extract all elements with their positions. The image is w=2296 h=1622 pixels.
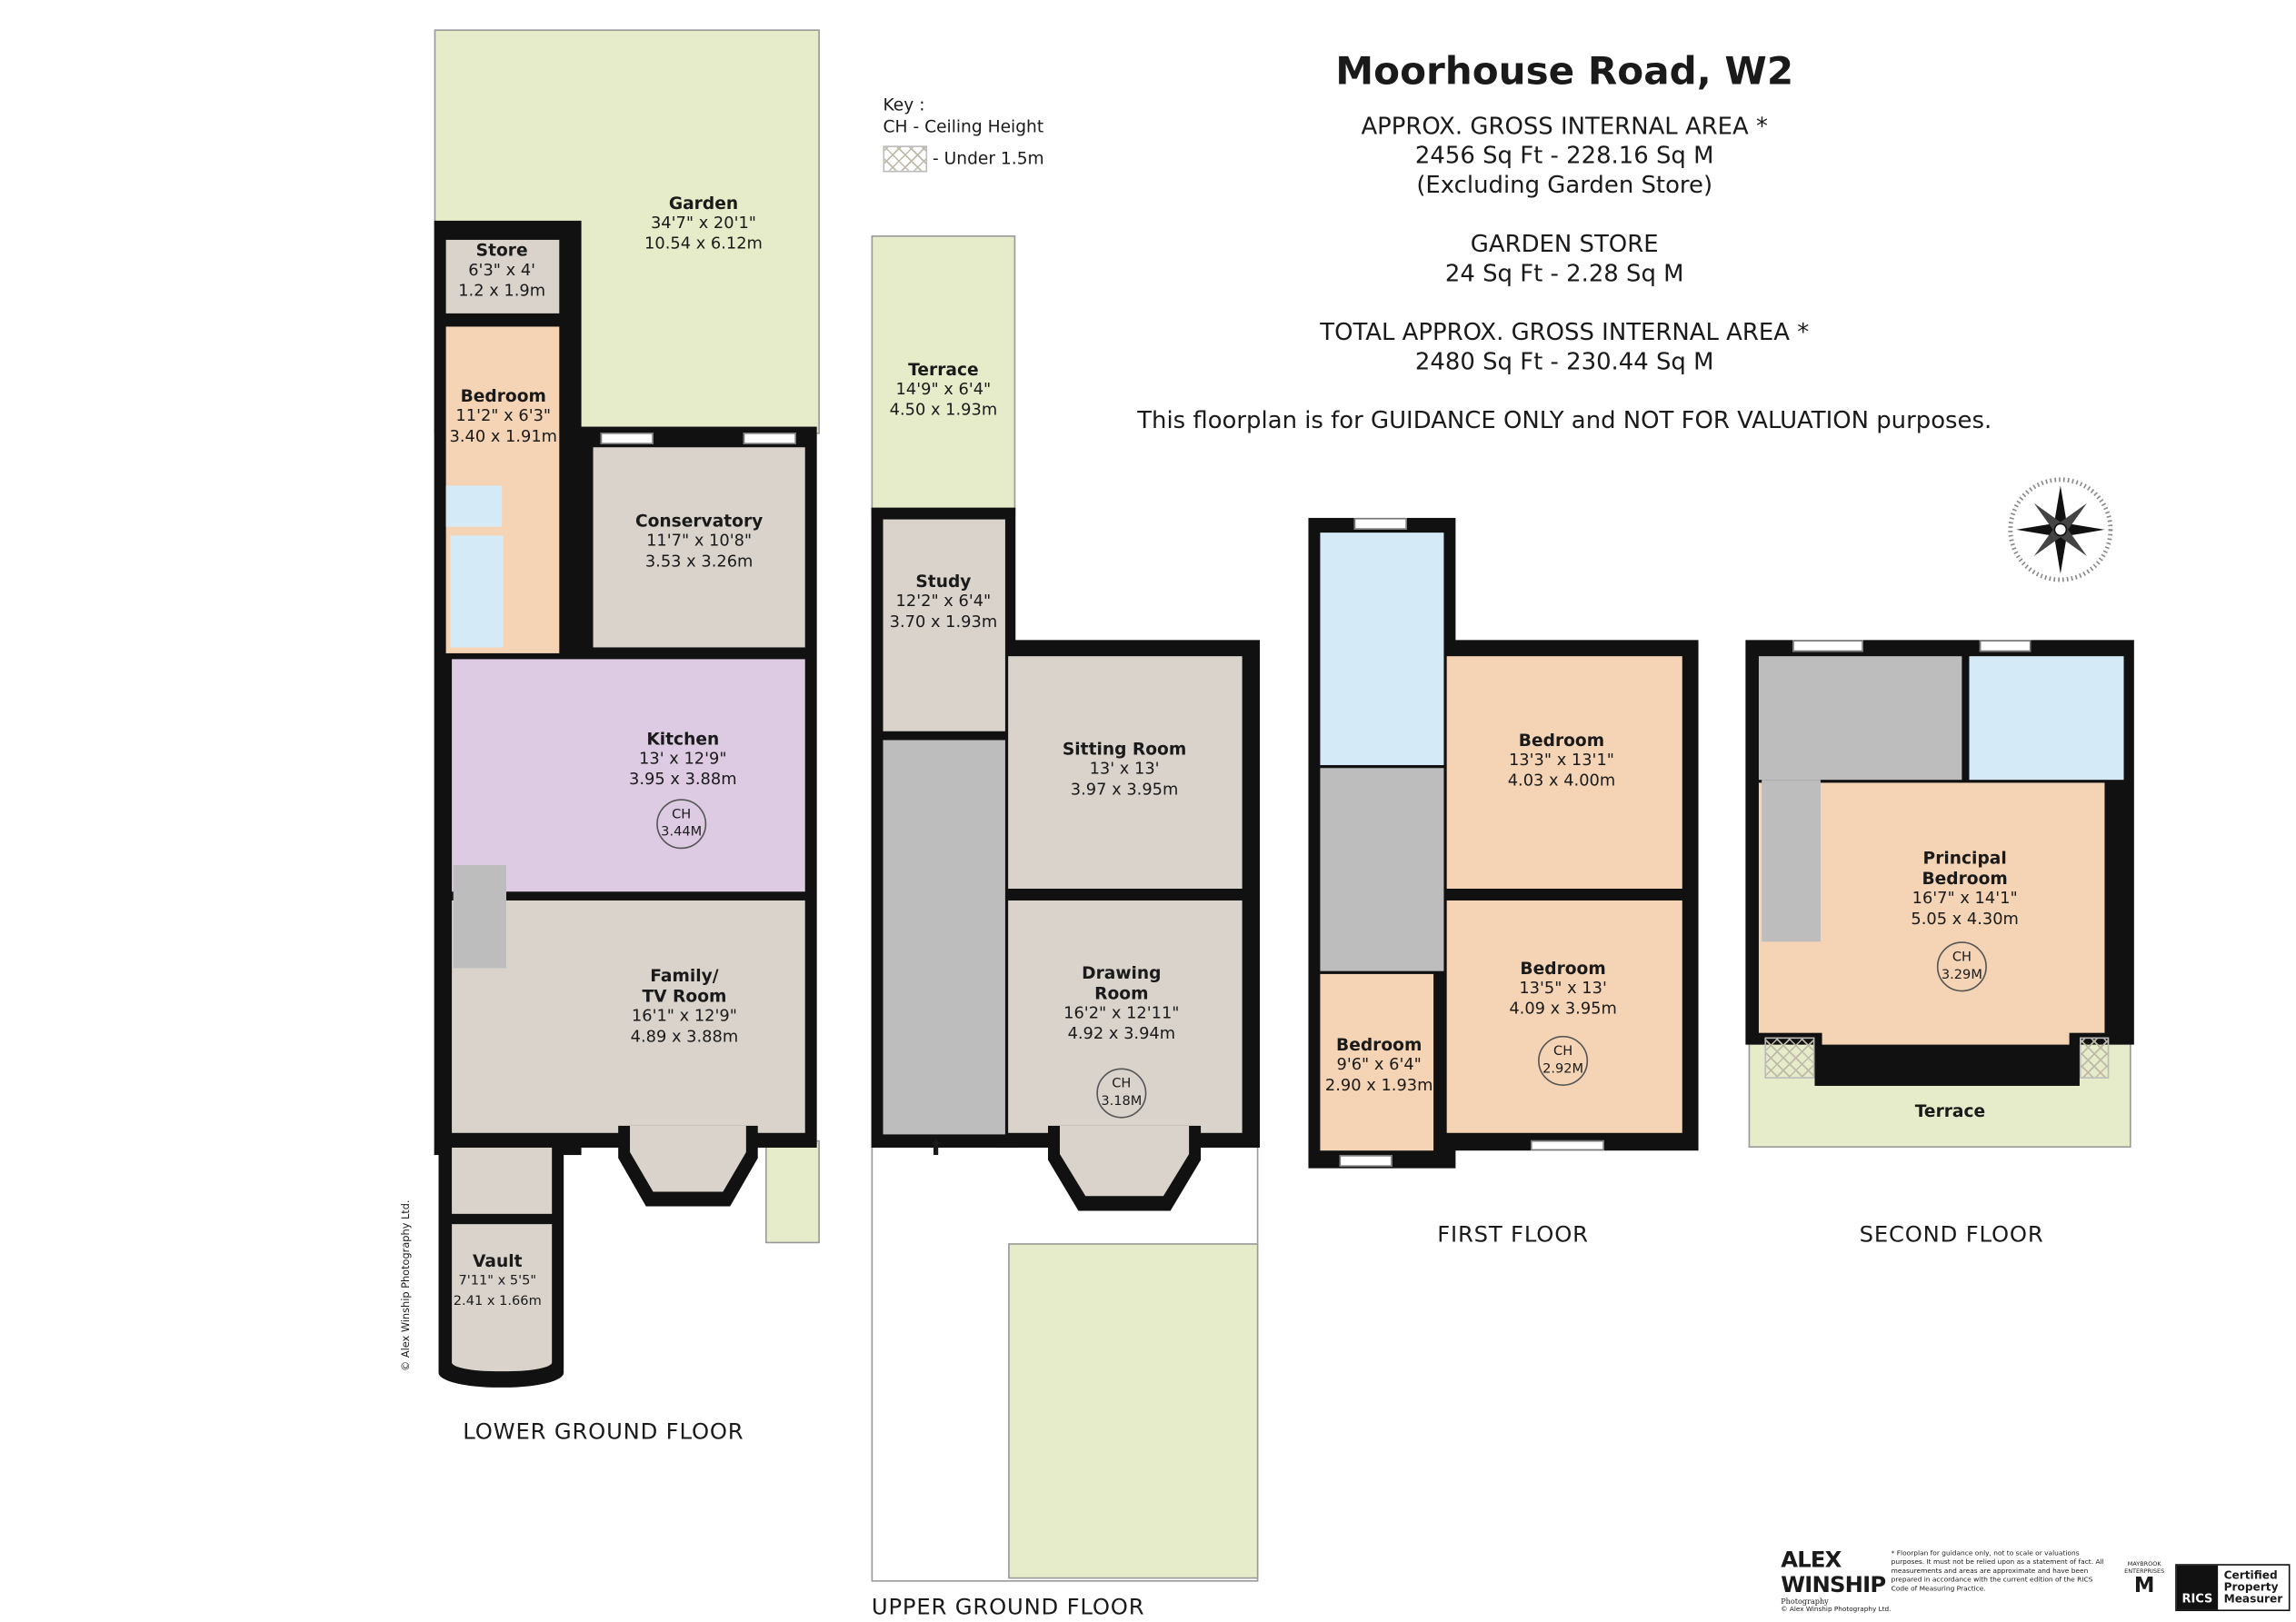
maybrook-mark: M [2133, 1574, 2155, 1598]
floor-title-lower: LOWER GROUND FLOOR [463, 1418, 744, 1446]
gia-value: 2456 Sq Ft - 228.16 Sq M [1414, 141, 1714, 170]
logo-line1: ALEX [1781, 1546, 1842, 1573]
room-kitchen [452, 659, 805, 892]
room-ff-bedroom-1 [1446, 656, 1682, 889]
window [1792, 640, 1863, 652]
room-conservatory [593, 447, 805, 648]
gia-note: (Excluding Garden Store) [1416, 170, 1713, 199]
room-ff-bedroom-2 [1446, 900, 1682, 1133]
rics-certified: Certified [2223, 1568, 2278, 1582]
label-terrace-sf: Terrace [1914, 1100, 1986, 1121]
side-copyright: © Alex Winship Photography Ltd. [400, 1199, 413, 1372]
shower [445, 485, 503, 527]
floor-title-upper: UPPER GROUND FLOOR [871, 1593, 1145, 1620]
room-store [445, 239, 560, 313]
bay-floor [630, 1125, 746, 1192]
rics-property: Property [2223, 1580, 2279, 1594]
entrance-arrow-icon: ⬆ [927, 1137, 945, 1161]
key-ch: CH - Ceiling Height [883, 115, 1044, 137]
floor-title-first: FIRST FLOOR [1437, 1220, 1589, 1249]
front-garden [1008, 1243, 1259, 1579]
gia-label: APPROX. GROSS INTERNAL AREA * [1361, 112, 1768, 140]
alex-winship-logo: ALEX WINSHIP Photography © Alex Winship … [1781, 1547, 1891, 1615]
ff-bathroom [1320, 532, 1444, 765]
garden-strip [764, 1139, 820, 1244]
key: Key : CH - Ceiling Height - Under 1.5m [883, 95, 1044, 173]
maybrook-caption: MAYBROOK ENTERPRISES [2124, 1559, 2165, 1575]
hall-stairs [883, 740, 1005, 1135]
window [1530, 1139, 1604, 1151]
rics-logo: RICS [2176, 1565, 2219, 1610]
logo-copyright: © Alex Winship Photography Ltd. [1781, 1607, 1892, 1615]
wc [450, 535, 504, 648]
hatch-swatch-icon [883, 145, 928, 173]
room-ff-bedroom-3 [1320, 973, 1434, 1151]
window [600, 433, 654, 444]
window [1979, 640, 2031, 652]
key-title: Key : [883, 94, 925, 115]
low-ceiling-area [1764, 1037, 1815, 1079]
total-value: 2480 Sq Ft - 230.44 Sq M [1414, 347, 1714, 375]
sf-landing [1758, 656, 1962, 781]
area-summary: Moorhouse Road, W2 APPROX. GROSS INTERNA… [1137, 47, 1992, 435]
compass-rose-icon [2008, 477, 2113, 582]
room-vault [452, 1224, 553, 1372]
key-hatch: - Under 1.5m [933, 147, 1044, 169]
logo-sub: Photography [1781, 1597, 1829, 1607]
lightwell [452, 1147, 553, 1214]
doors [1822, 1030, 2070, 1045]
guidance-note: This floorplan is for GUIDANCE ONLY and … [1137, 405, 1992, 434]
bay-floor [1059, 1125, 1190, 1197]
window [1353, 517, 1407, 530]
logo-line2: WINSHIP [1781, 1571, 1886, 1598]
property-title: Moorhouse Road, W2 [1335, 50, 1794, 95]
window [1339, 1155, 1393, 1168]
ff-stairs [1320, 768, 1444, 971]
room-family [452, 900, 805, 1133]
disclaimer: * Floorplan for guidance only, not to sc… [1891, 1550, 2104, 1594]
room-sitting [1008, 656, 1243, 889]
store-value: 24 Sq Ft - 2.28 Sq M [1444, 258, 1684, 287]
terrace-ug [871, 235, 1016, 515]
sf-bathroom [1969, 656, 2124, 781]
low-ceiling-area [2079, 1037, 2110, 1079]
window [743, 433, 796, 444]
total-label: TOTAL APPROX. GROSS INTERNAL AREA * [1320, 317, 1810, 346]
stairs [453, 865, 507, 969]
floor-title-second: SECOND FLOOR [1859, 1220, 2044, 1249]
store-label: GARDEN STORE [1470, 229, 1659, 258]
room-study [883, 519, 1005, 731]
sf-stairs [1762, 780, 1821, 942]
rics-measurer: Measurer [2223, 1591, 2283, 1606]
sf-wall [1814, 1037, 2080, 1086]
